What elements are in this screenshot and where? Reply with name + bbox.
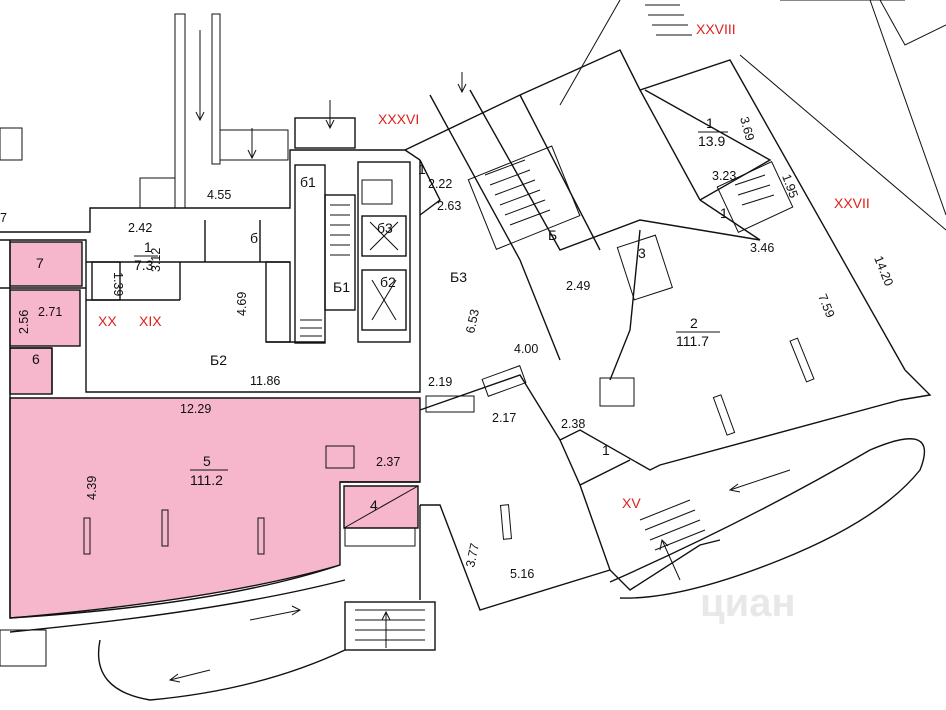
dim-1-39: 1.39 [111,272,125,296]
dim-11-86: 11.86 [250,374,280,388]
room-b62: б2 [380,274,396,290]
room-b63: б3 [377,220,393,236]
label-xxvii: XXVII [834,195,870,211]
label-xxxvi: XXXVI [378,111,419,127]
label-xxviii: XXVIII [696,21,736,37]
dim-2-56: 2.56 [17,310,31,334]
room-1-center: 1 [418,161,426,177]
direction-arrows [168,30,791,683]
dim-1-95: 1.95 [779,172,800,200]
columns [83,337,815,555]
dim-14-20: 14.20 [871,254,896,288]
dim-2-71: 2.71 [38,305,62,319]
room-b: Б [548,227,557,243]
room-1-left-area: 7.3 [134,257,154,273]
dim-4-39: 4.39 [85,476,99,500]
room-6-fill [9,347,53,395]
room-b3: Б3 [450,269,467,285]
dim-3-23: 3.23 [712,169,736,183]
dim-3-12: 3.12 [149,248,163,272]
room-7-fill [9,241,83,287]
room-6: 6 [32,351,40,367]
dim-5-16: 5.16 [510,567,534,581]
room-2-number: 2 [690,315,698,331]
room-5-left-strip [9,289,81,347]
dim-2-22: 2.22 [428,177,452,191]
dim-2-49: 2.49 [566,279,590,293]
label-xv: XV [622,495,641,511]
room-3: 3 [638,245,646,261]
watermark-text: циан [700,581,796,625]
room-5-number: 5 [203,453,211,469]
dim-2-19: 2.19 [428,375,452,389]
room-1-bottom: 1 [602,442,610,458]
dim-2-63: 2.63 [437,199,461,213]
room-b6: б [250,230,258,246]
dim-6-53: 6.53 [463,308,482,335]
room-1-top-area: 13.9 [698,133,725,149]
stairs [300,4,775,641]
dim-2-42: 2.42 [128,221,152,235]
dim-4-69: 4.69 [235,292,249,316]
dim-2-37: 2.37 [376,455,400,469]
room-1-stair: 1 [720,205,728,221]
dim-12-29: 12.29 [180,402,211,416]
room-labels: 1 13.9 1 7.3 2 111.7 5 111.2 6 7 4 3 1 1… [32,115,728,513]
label-xx: XX [98,313,117,329]
roman-labels: XXVIII XXXVI XXVII XX XIX XV [98,21,870,511]
room-4: 4 [370,497,378,513]
room-1-top-number: 1 [706,115,714,131]
room-7: 7 [36,255,44,271]
dim-2-17: 2.17 [492,411,516,425]
dim-7: 7 [0,211,7,225]
dim-2-38: 2.38 [561,417,585,431]
dim-3-77: 3.77 [463,542,482,569]
room-b61: б1 [300,174,316,190]
dim-3-69: 3.69 [737,115,757,142]
room-1-left-number: 1 [144,239,152,255]
room-b1: Б1 [333,279,350,295]
dim-3-46: 3.46 [750,241,774,255]
dim-4-00: 4.00 [514,342,538,356]
dim-7-59: 7.59 [815,292,837,320]
label-xix: XIX [139,313,162,329]
room-2-area: 111.7 [676,333,709,349]
room-5-area: 111.2 [190,472,223,488]
dim-4-55: 4.55 [207,188,231,202]
room-b2: Б2 [210,352,227,368]
